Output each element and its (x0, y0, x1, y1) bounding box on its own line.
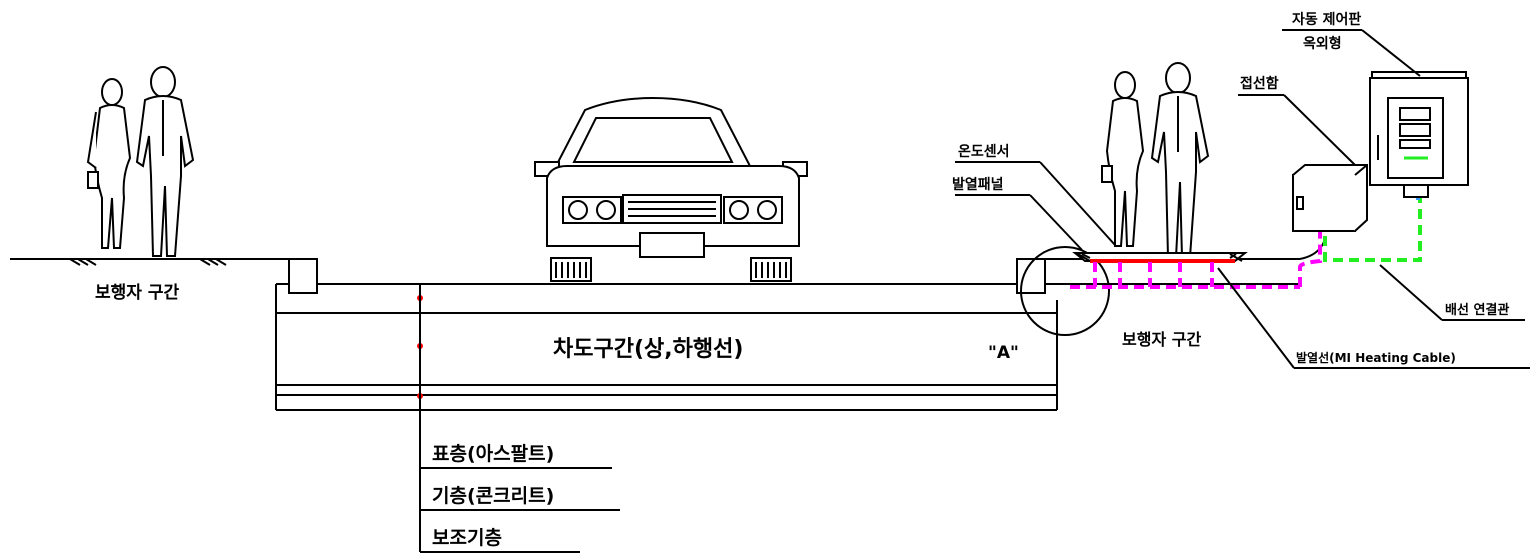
car-icon (534, 96, 808, 282)
base-layer-label: 기층(콘크리트) (432, 485, 554, 507)
control-panel-label-2: 옥외형 (1303, 35, 1342, 52)
conduit-label: 배선 연결관 (1445, 302, 1509, 318)
pedestrians-icon (1101, 62, 1210, 258)
temp-sensor-label: 온도센서 (958, 144, 1010, 160)
pedestrians-icon (86, 66, 195, 257)
heat-panel (1072, 252, 1248, 263)
control-panel-label-1: 자동 제어판 (1292, 11, 1361, 28)
heating-cable (1070, 221, 1322, 289)
sidewalk-right-label: 보행자 구간 (1122, 330, 1201, 349)
layer-labels (420, 467, 620, 553)
detail-marker-label: "A" (988, 343, 1019, 363)
roadway-label: 차도구간(상,하행선) (553, 337, 743, 362)
leader-lines (955, 29, 1530, 369)
surface-layer-label: 표층(아스팔트) (432, 443, 554, 465)
road-section (275, 238, 1326, 411)
junction-box (1292, 164, 1368, 232)
sidewalk-left-label: 보행자 구간 (95, 283, 179, 303)
detail-circle (1020, 246, 1110, 336)
subbase-layer-label: 보조기층 (432, 527, 502, 549)
control-panel (1369, 71, 1469, 198)
junction-box-label: 접선함 (1240, 75, 1279, 92)
heating-cable-label: 발열선(MI Heating Cable) (1296, 350, 1456, 365)
heat-panel-label: 발열패널 (952, 176, 1004, 193)
conduit (1323, 198, 1422, 262)
ground-left (10, 258, 290, 266)
